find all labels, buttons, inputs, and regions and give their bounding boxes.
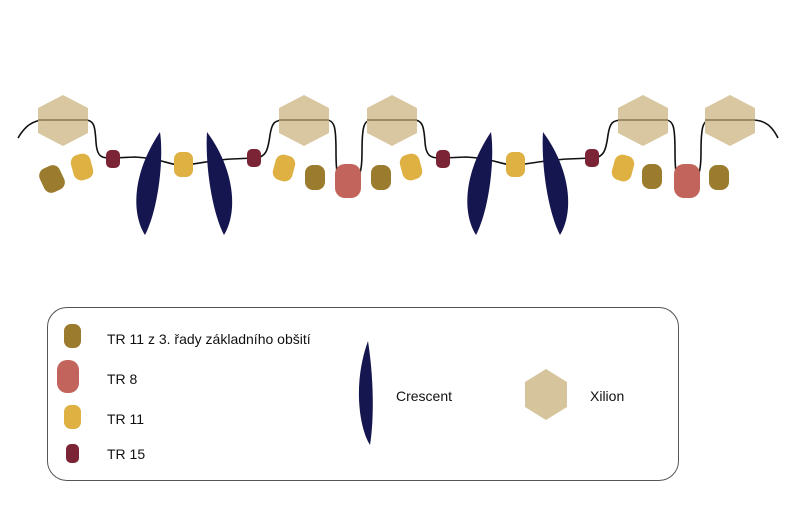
legend-label-tr8: TR 8 — [107, 371, 138, 387]
legend-swatches — [57, 324, 567, 463]
tr8-beads — [335, 164, 700, 198]
crescent-bead — [467, 132, 493, 235]
tr11-bead — [611, 154, 635, 182]
tr15-bead — [585, 149, 599, 167]
tr11-bead — [506, 152, 525, 177]
legend-crescent-swatch — [358, 341, 373, 445]
tr11-base-bead — [709, 165, 729, 190]
tr11-bead — [399, 153, 423, 181]
legend-label-tr11-base: TR 11 z 3. řady základního obšití — [107, 331, 311, 347]
legend-tr8-swatch — [57, 360, 79, 393]
crescent-bead — [136, 132, 162, 235]
tr15-bead — [247, 149, 261, 167]
tr15-bead — [436, 150, 450, 168]
tr8-bead — [335, 164, 361, 198]
tr11-base-bead — [39, 165, 65, 193]
legend-tr11-base-swatch — [64, 324, 81, 348]
tr15-bead — [106, 150, 120, 168]
tr11-base-bead — [371, 165, 391, 190]
legend-label-tr11: TR 11 — [107, 411, 145, 427]
tr11-beads — [70, 152, 635, 182]
crescent-beads — [136, 132, 569, 235]
tr11-bead — [174, 152, 193, 177]
tr15-beads — [106, 149, 599, 168]
tr8-bead — [674, 164, 700, 198]
tr11-bead — [70, 153, 94, 181]
tr11-bead — [272, 154, 296, 182]
tr11-base-bead — [305, 165, 325, 190]
legend-tr11-swatch — [64, 405, 81, 429]
legend-label-xilion: Xilion — [590, 388, 625, 404]
crescent-bead — [206, 132, 233, 235]
crescent-bead — [542, 132, 569, 235]
legend-tr15-swatch — [66, 444, 79, 463]
legend-xilion-swatch — [525, 369, 567, 420]
legend-label-tr15: TR 15 — [107, 446, 146, 462]
legend-box — [47, 307, 679, 481]
tr11-base-beads — [39, 164, 729, 193]
tr11-base-bead — [642, 164, 662, 189]
legend-label-crescent: Crescent — [396, 388, 453, 404]
